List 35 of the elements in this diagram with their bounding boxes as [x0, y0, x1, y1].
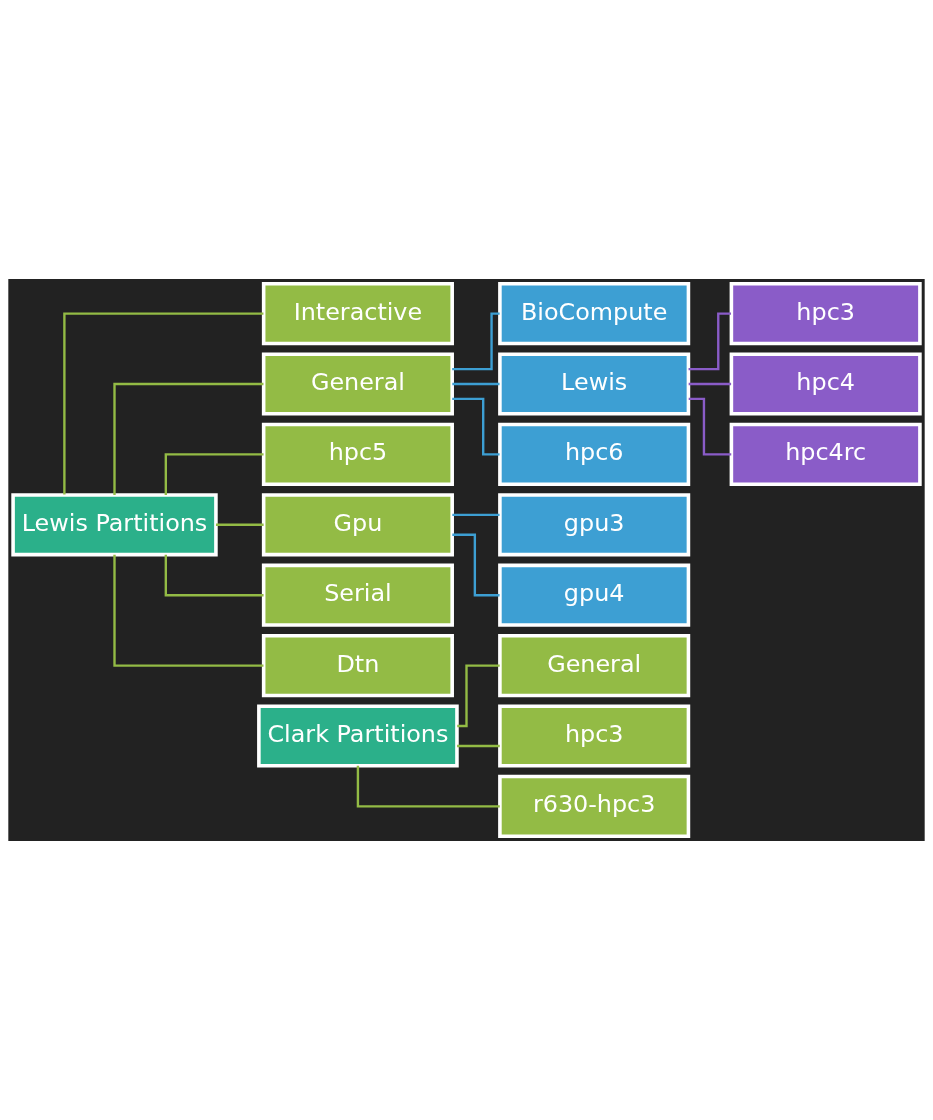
node-box: Lewis — [498, 352, 691, 416]
connector — [356, 765, 500, 808]
connector — [457, 664, 500, 728]
node-box: Gpu — [261, 493, 454, 557]
node-box: r630-hpc3 — [498, 774, 691, 838]
connector — [688, 312, 731, 371]
connector — [113, 382, 264, 495]
connector — [113, 554, 264, 667]
node-box: BioCompute — [498, 281, 691, 346]
node-box: General — [261, 352, 454, 416]
node-box: Interactive — [261, 281, 454, 346]
connector — [457, 744, 500, 748]
node-box: hpc3 — [498, 704, 691, 768]
node-box: gpu4 — [498, 563, 691, 627]
node-box: General — [498, 634, 691, 698]
node-box: Lewis Partitions — [11, 493, 218, 557]
node-box: hpc4 — [729, 352, 922, 416]
node-box: Serial — [261, 563, 454, 627]
node-box: hpc5 — [261, 422, 454, 487]
connector — [452, 382, 500, 386]
connector — [452, 513, 500, 517]
node-box: hpc3 — [729, 281, 922, 346]
connector — [452, 312, 500, 371]
node-box: gpu3 — [498, 493, 691, 557]
connector — [452, 533, 500, 597]
node-box: Clark Partitions — [257, 704, 459, 768]
connector — [215, 523, 264, 526]
connector — [63, 312, 264, 495]
node-box: Dtn — [261, 634, 454, 698]
connector — [688, 382, 732, 386]
node-box: hpc4rc — [729, 422, 922, 487]
connector — [688, 397, 732, 456]
node-box: hpc6 — [498, 422, 691, 487]
connector — [164, 453, 264, 495]
connector — [164, 554, 264, 597]
